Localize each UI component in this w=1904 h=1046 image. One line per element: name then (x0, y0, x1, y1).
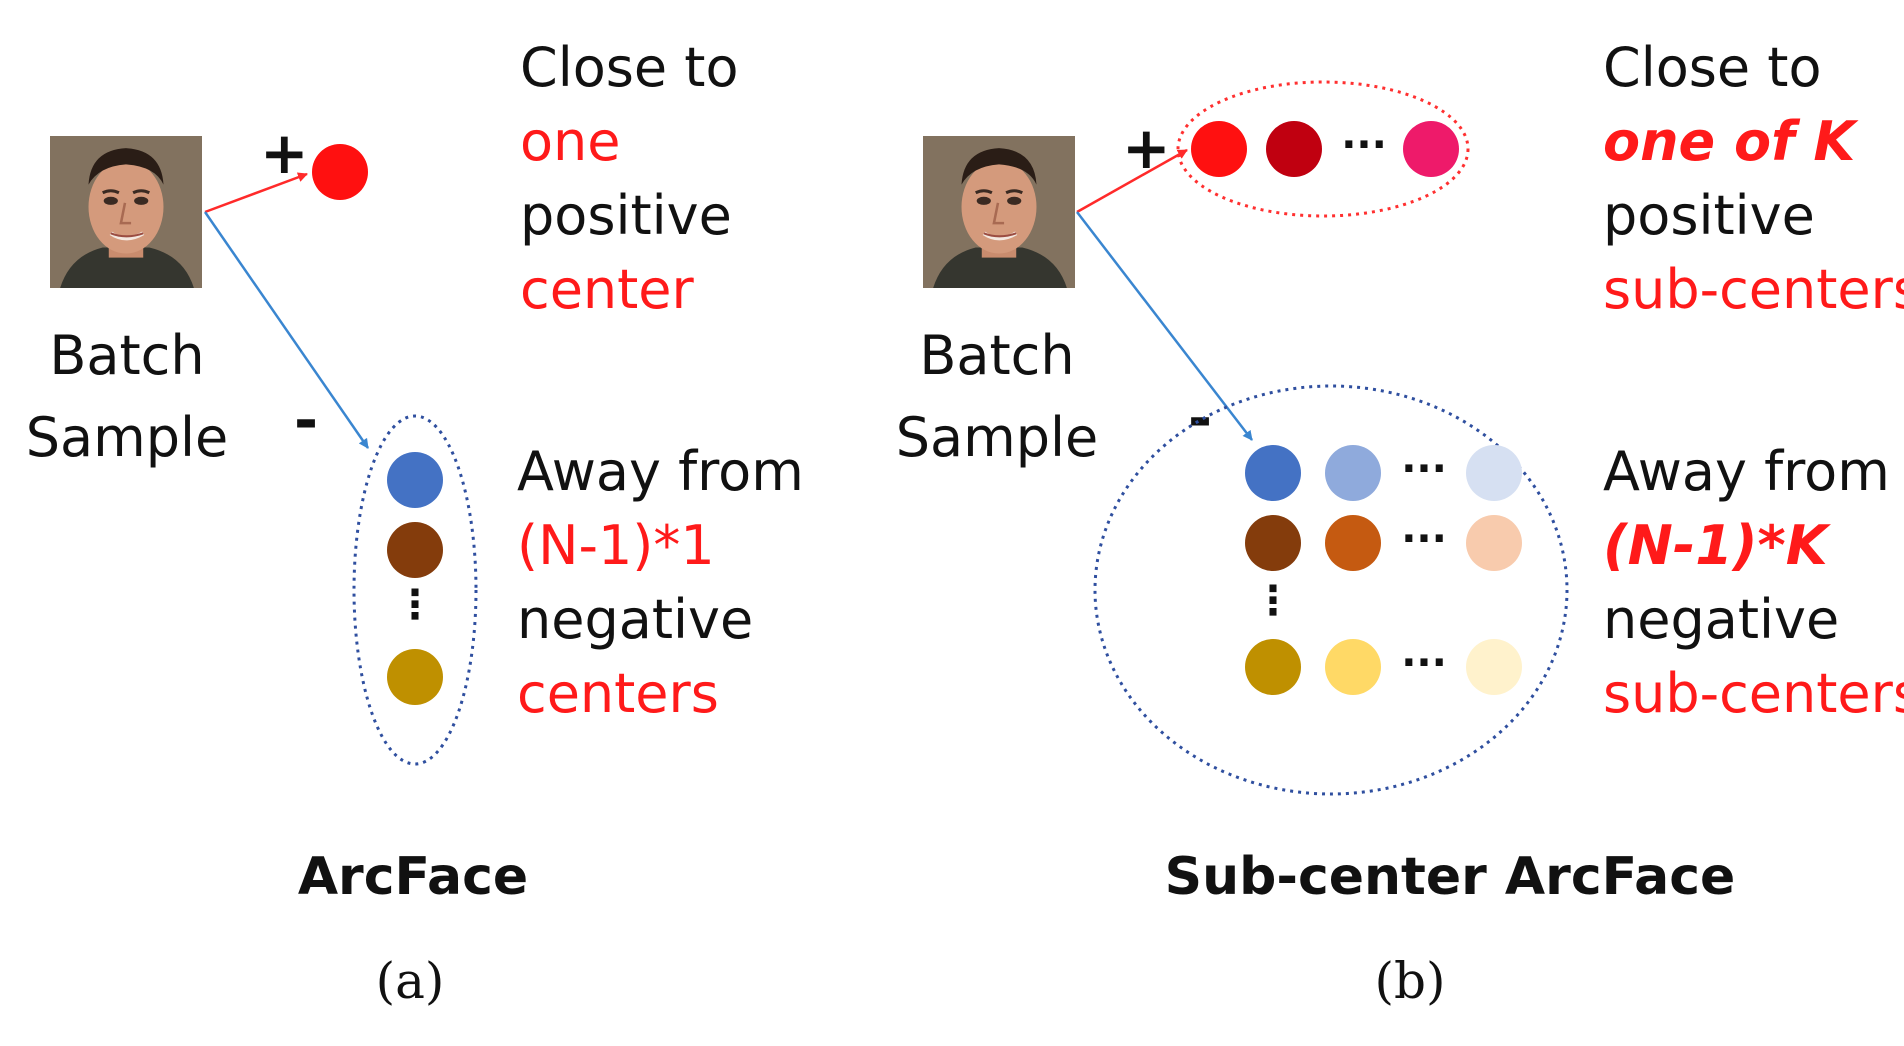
minus-sign: - (1188, 384, 1212, 452)
positive-arrow (204, 172, 308, 214)
panel-b: Batch Sample + - ··· ··· ··· ⋮ ··· Close… (896, 36, 1904, 1010)
negative-group-ellipse (352, 414, 478, 766)
negative-subcenter-brown (1245, 515, 1301, 571)
sub-centers-text: sub-centers (1603, 662, 1904, 725)
negative-text: negative (517, 588, 753, 651)
negative-subcenter-blue-light (1466, 445, 1522, 501)
negative-subcenter-orange (1325, 515, 1381, 571)
horizontal-ellipsis: ··· (1401, 640, 1447, 686)
negative-center-gold (387, 649, 443, 705)
plus-sign: + (1122, 114, 1171, 182)
minus-sign: - (294, 386, 318, 454)
vertical-ellipsis: ⋮ (1253, 578, 1293, 624)
negative-subcenter-blue (1245, 445, 1301, 501)
positive-text: positive (520, 184, 732, 247)
horizontal-ellipsis: ··· (1401, 446, 1447, 492)
negative-center-brown (387, 522, 443, 578)
negative-subcenter-gold (1245, 639, 1301, 695)
positive-subcenter-red (1191, 121, 1247, 177)
arcface-title: ArcFace (298, 847, 528, 907)
negative-subcenters-circle (1093, 384, 1569, 796)
face-photo-icon (50, 136, 202, 288)
sample-label: Sample (896, 406, 1098, 469)
positive-subcenter-dark-red (1266, 121, 1322, 177)
center-text: center (520, 258, 695, 321)
negative-subcenter-peach (1466, 515, 1522, 571)
one-of-k-text: one of K (1603, 110, 1859, 173)
negative-center-blue (387, 452, 443, 508)
negative-subcenter-yellow (1325, 639, 1381, 695)
one-text: one (520, 110, 621, 173)
n-minus-1-times-k-text: (N-1)*K (1603, 514, 1832, 577)
batch-label: Batch (919, 324, 1074, 387)
positive-subcenter-pink (1403, 121, 1459, 177)
horizontal-ellipsis: ··· (1341, 122, 1387, 168)
negative-subcenter-blue-mid (1325, 445, 1381, 501)
sample-label: Sample (26, 406, 228, 469)
positive-arrow (1076, 148, 1188, 214)
away-from-text: Away from (1603, 440, 1890, 503)
horizontal-ellipsis: ··· (1401, 516, 1447, 562)
negative-arrow (1076, 211, 1253, 441)
caption-a: (a) (376, 952, 445, 1010)
negative-text: negative (1603, 588, 1839, 651)
face-photo-icon (923, 136, 1075, 288)
sub-center-arcface-title: Sub-center ArcFace (1165, 847, 1736, 907)
close-to-text: Close to (1603, 36, 1821, 99)
caption-b: (b) (1374, 952, 1445, 1010)
negative-arrow (203, 211, 370, 449)
positive-center-dot (312, 144, 368, 200)
away-from-text: Away from (517, 440, 804, 503)
vertical-ellipsis: ⋮ (395, 582, 435, 628)
sub-centers-text: sub-centers (1603, 258, 1904, 321)
positive-text: positive (1603, 184, 1815, 247)
centers-text: centers (517, 662, 719, 725)
negative-subcenter-cream (1466, 639, 1522, 695)
close-to-text: Close to (520, 36, 738, 99)
panel-a: Batch Sample + - ⋮ Close to one positive… (26, 36, 804, 1010)
batch-label: Batch (49, 324, 204, 387)
n-minus-1-times-1-text: (N-1)*1 (517, 514, 715, 577)
positive-subcenters-ellipse (1176, 80, 1470, 218)
